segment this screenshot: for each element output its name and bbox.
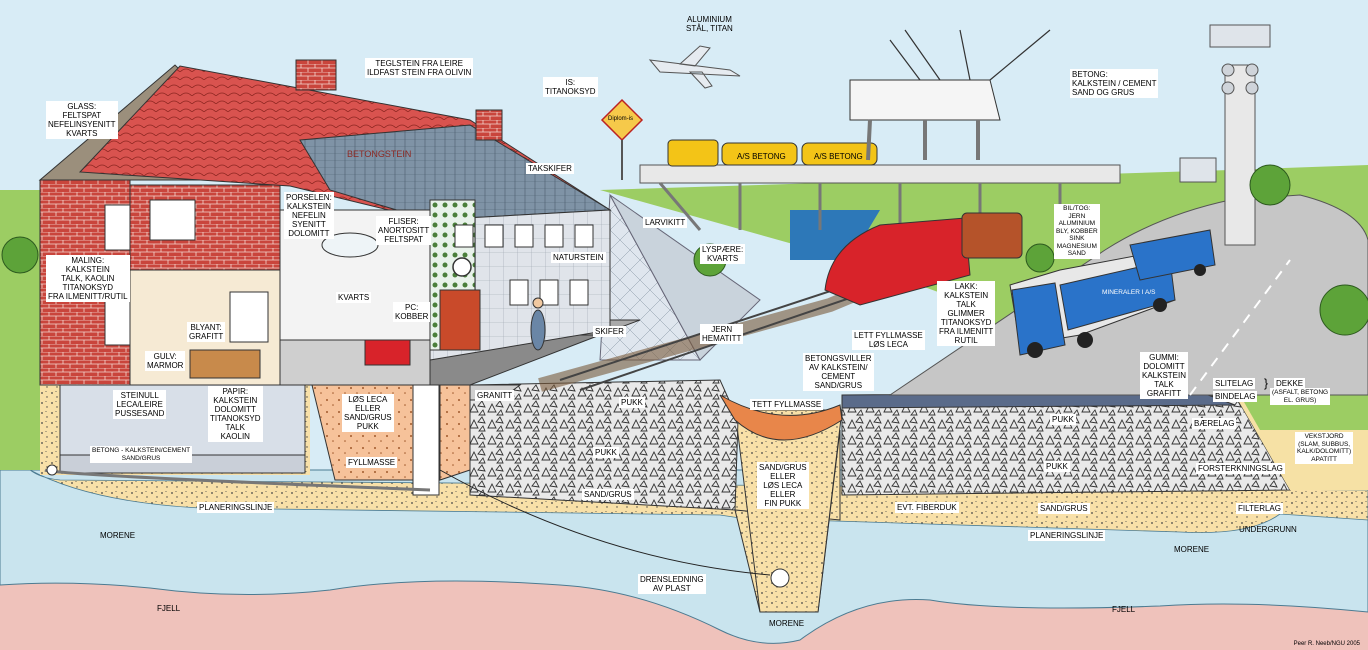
label-filterlag: FILTERLAG bbox=[1236, 503, 1283, 514]
label-gummi: Gummi: DOLOMITT KALKSTEIN TALK GRAFITT bbox=[1140, 352, 1189, 399]
label-as-betong-2: A/S BETONG bbox=[814, 152, 863, 161]
label-takskifer: TAKSKIFER bbox=[526, 163, 574, 174]
label-planeringslinje-2: PLANERINGSLINJE bbox=[1028, 530, 1106, 541]
label-aluminium: ALUMINIUM STÅL, TITAN bbox=[686, 15, 733, 33]
label-diplomis: Diplom-is bbox=[608, 116, 634, 122]
label-pc: PC: KOBBER bbox=[393, 302, 431, 322]
label-pukk-4: PUKK bbox=[1044, 461, 1070, 472]
label-papir: Papir: KALKSTEIN DOLOMITT TITANOKSYD TAL… bbox=[208, 386, 263, 442]
label-larvikitt: LARVIKITT bbox=[643, 217, 688, 228]
label-is: Is: TITANOKSYD bbox=[543, 77, 598, 97]
label-undergrunn: UNDERGRUNN bbox=[1239, 525, 1297, 534]
label-tett-fyllmasse: TETT FYLLMASSE bbox=[750, 399, 824, 410]
label-bindelag: BINDELAG bbox=[1213, 391, 1258, 402]
label-granitt: GRANITT bbox=[475, 390, 515, 401]
label-lyspaere: Lyspære: KVARTS bbox=[700, 244, 746, 264]
label-betong-basement: BETONG - KALKSTEIN/CEMENT SAND/GRUS bbox=[90, 446, 193, 463]
label-jern: JERN HEMATITT bbox=[700, 324, 744, 344]
label-betongstein: BETONGSTEIN bbox=[347, 149, 412, 159]
label-steinull: STEINULL LECA/LEIRE PUSSESAND bbox=[113, 390, 167, 419]
label-dekke-brace: } bbox=[1264, 376, 1269, 390]
label-gulv: Gulv: MARMOR bbox=[145, 351, 186, 371]
label-evt-fiberduk: EVT. FIBERDUK bbox=[895, 502, 959, 513]
label-dekke: DEKKE bbox=[1274, 378, 1306, 389]
label-baerelag: BÆRELAG bbox=[1192, 418, 1237, 429]
label-vekstjord: VEKSTJORD (SLAM, SUBBUS, KALK/DOLOMITT) … bbox=[1295, 432, 1354, 464]
label-fjell-1: FJELL bbox=[157, 604, 181, 613]
label-betongsviller: BETONGSVILLER AV KALKSTEIN/ CEMENT SAND/… bbox=[803, 353, 874, 391]
label-fjell-2: FJELL bbox=[1112, 605, 1136, 614]
label-skifer: SKIFER bbox=[593, 326, 626, 337]
label-betong-top: BETONG: KALKSTEIN / CEMENT SAND OG GRUS bbox=[1070, 69, 1159, 98]
label-lett-fyllmasse: LETT FYLLMASSE LØS LECA bbox=[852, 330, 925, 350]
label-los-leca: LØS LECA ELLER SAND/GRUS PUKK bbox=[342, 394, 394, 432]
label-pukk-1: PUKK bbox=[619, 397, 645, 408]
label-drensledning: DRENSLEDNING AV PLAST bbox=[638, 574, 706, 594]
label-sand-grus-2: SAND/GRUS bbox=[1038, 503, 1090, 514]
label-porselen: Porselen: KALKSTEIN NEFELIN SYENITT DOLO… bbox=[284, 192, 334, 239]
label-blyant: Blyant: GRAFITT bbox=[187, 322, 226, 342]
label-as-betong-1: A/S BETONG bbox=[737, 152, 786, 161]
label-pukk-2: PUKK bbox=[1050, 414, 1076, 425]
label-morene-1: MORENE bbox=[100, 531, 136, 540]
label-kvarts: KVARTS bbox=[336, 292, 372, 303]
label-teglstein: TEGLSTEIN FRA LEIRE ILDFAST STEIN FRA OL… bbox=[365, 58, 474, 78]
label-dekke-note: (ASFALT, BETONG el. GRUS) bbox=[1270, 388, 1331, 405]
label-morene-2: MORENE bbox=[1174, 545, 1210, 554]
label-forsterkningslag: FORSTERKNINGSLAG bbox=[1196, 463, 1285, 474]
label-planeringslinje-1: PLANERINGSLINJE bbox=[197, 502, 275, 513]
label-fyllmasse: FYLLMASSE bbox=[346, 457, 398, 468]
label-pukk-3: PUKK bbox=[593, 447, 619, 458]
label-maling: Maling: KALKSTEIN TALK, KAOLIN TITANOKSY… bbox=[46, 255, 130, 302]
label-lakk: Lakk: KALKSTEIN TALK GLIMMER TITANOKSYD … bbox=[937, 281, 996, 346]
label-sand-grus-1: SAND/GRUS bbox=[582, 489, 634, 500]
label-morene-3: MORENE bbox=[769, 619, 805, 628]
credit-signature: Peer R. Neeb/NGU 2005 bbox=[1293, 641, 1360, 647]
label-glass: Glass: FELTSPAT NEFELINSYENITT KVARTS bbox=[46, 101, 118, 139]
label-sand-grus-trench: SAND/GRUS ELLER LØS LECA ELLER FIN PUKK bbox=[757, 462, 809, 509]
label-truck-text: Mineraler i A/S bbox=[1102, 289, 1156, 296]
label-bil: Bil/tog: JERN ALUMINIUM BLY, KOBBER SINK… bbox=[1054, 204, 1100, 259]
label-fliser: Fliser: ANORTOSITT FELTSPAT bbox=[376, 216, 432, 245]
label-naturstein: NATURSTEIN bbox=[551, 252, 606, 263]
label-slitelag: SLITELAG bbox=[1213, 378, 1256, 389]
